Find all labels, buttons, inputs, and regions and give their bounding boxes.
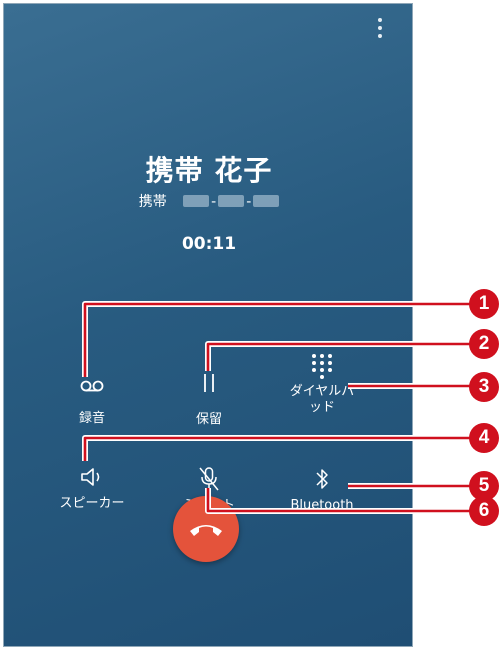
record-button[interactable]: 録音 xyxy=(32,379,152,427)
number-type-label: 携帯 xyxy=(138,194,167,210)
caller-number-row: 携帯 -- xyxy=(4,191,414,211)
bluetooth-icon xyxy=(316,469,328,489)
speaker-button[interactable]: スピーカー xyxy=(32,466,152,512)
mic-off-icon xyxy=(199,467,219,491)
speaker-icon xyxy=(81,468,100,486)
callout-badge-3: 3 xyxy=(469,372,499,402)
in-call-screen: 携帯 花子 携帯 -- 00:11 録音 保留 ダイヤルパッド xyxy=(3,3,413,647)
bluetooth-button[interactable]: Bluetooth xyxy=(262,466,382,514)
hold-label: 保留 xyxy=(195,412,222,427)
number-blur xyxy=(218,195,245,207)
callout-badge-2: 2 xyxy=(469,329,499,359)
number-blur xyxy=(183,195,210,207)
dialpad-icon xyxy=(312,354,332,379)
speaker-label: スピーカー xyxy=(59,496,125,511)
pause-icon xyxy=(204,374,214,392)
end-call-button[interactable] xyxy=(173,496,239,562)
record-label: 録音 xyxy=(78,411,105,426)
dialpad-button[interactable]: ダイヤルパッド xyxy=(262,352,382,416)
hold-button[interactable]: 保留 xyxy=(149,372,269,428)
callout-badge-6: 6 xyxy=(469,496,499,526)
more-options-icon[interactable] xyxy=(370,18,390,46)
bluetooth-label: Bluetooth xyxy=(290,498,354,513)
end-call-icon xyxy=(190,525,222,536)
caller-name: 携帯 花子 xyxy=(145,154,273,187)
dialpad-label: ダイヤルパッド xyxy=(289,384,355,415)
call-timer: 00:11 xyxy=(181,234,237,254)
number-blur xyxy=(253,195,280,207)
callout-badge-1: 1 xyxy=(469,289,499,319)
voicemail-icon xyxy=(80,380,104,392)
callout-badge-4: 4 xyxy=(469,423,499,453)
